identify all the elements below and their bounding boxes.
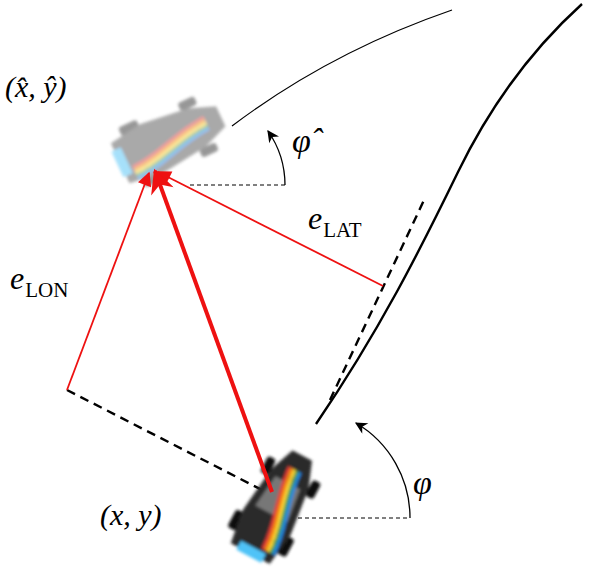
longitudinal-error-vector: [67, 173, 149, 390]
vehicle-car: [220, 440, 332, 569]
error-subscript: LON: [25, 280, 68, 301]
vehicle-path: [316, 4, 582, 424]
heading-reference: [298, 518, 410, 519]
error-symbol: e: [10, 262, 24, 294]
angle-label: φ: [413, 466, 432, 500]
angle-label: φ̂: [292, 124, 311, 158]
reference-path: [232, 10, 452, 126]
normal-line: [67, 390, 262, 490]
heading-reference: [190, 185, 285, 186]
angle-arc: [356, 423, 410, 518]
position-label: (x̂, ŷ): [5, 72, 67, 102]
error-subscript: LAT: [323, 220, 362, 241]
position-label: (x, y): [100, 500, 162, 530]
error-symbol: e: [308, 202, 322, 234]
pose-error-vector: [155, 171, 272, 492]
angle-arc: [268, 131, 285, 185]
